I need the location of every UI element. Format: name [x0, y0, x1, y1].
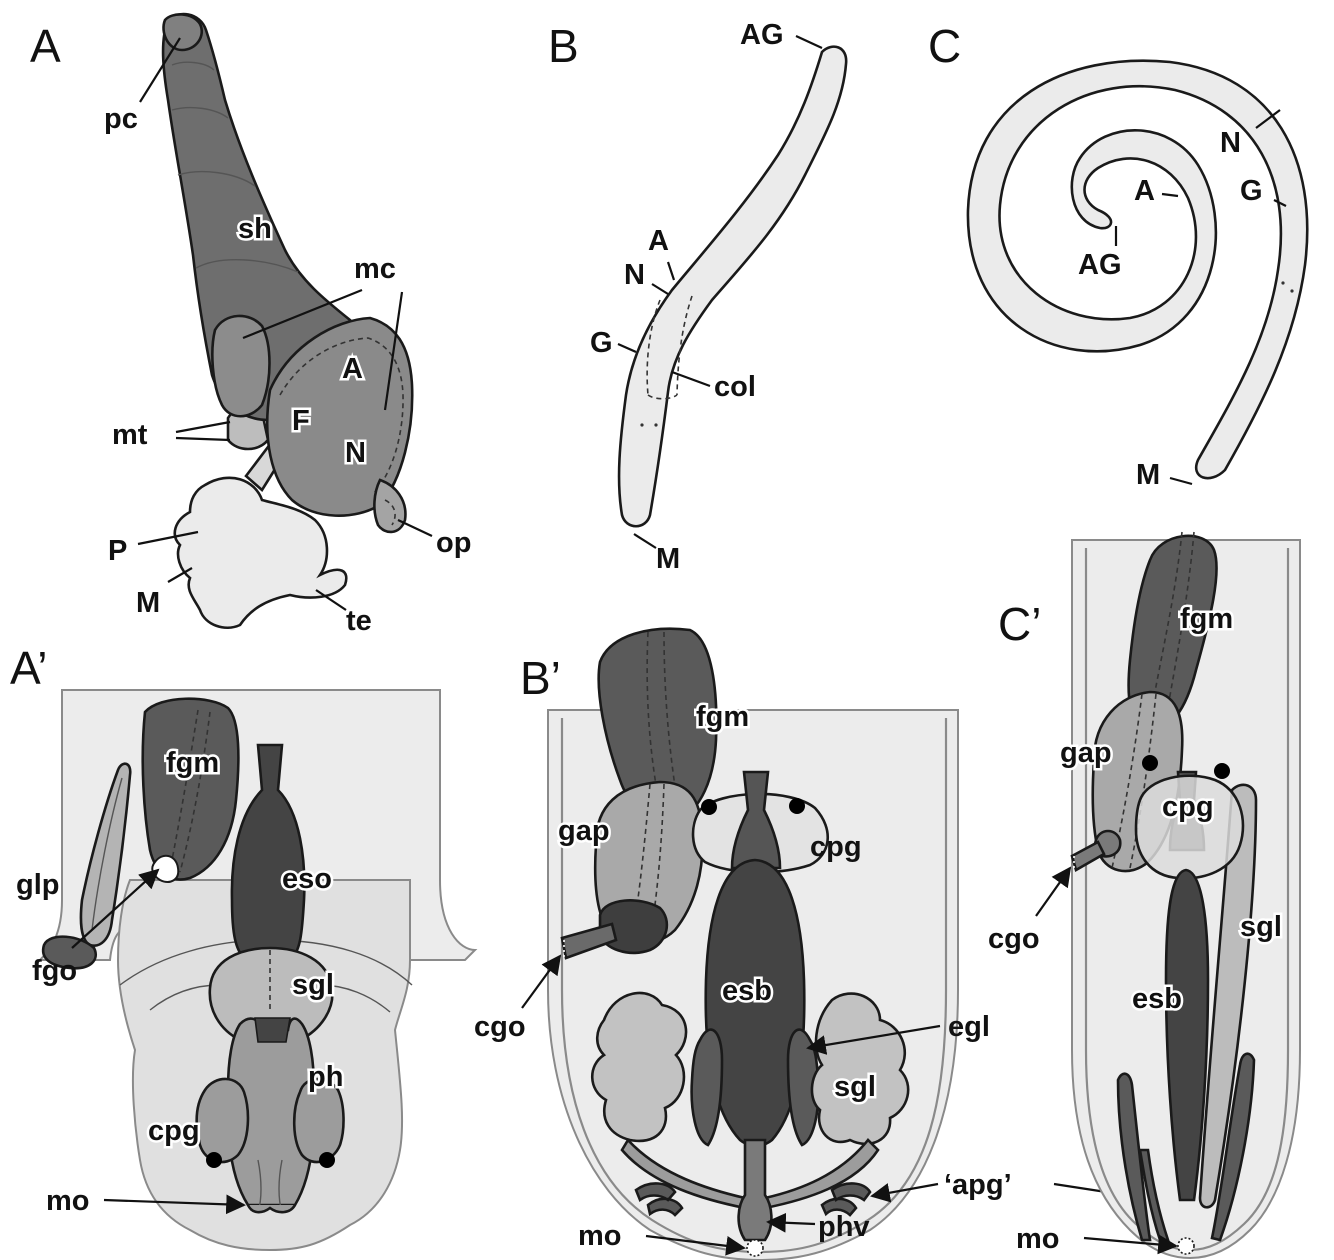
label-c-a: A: [1134, 175, 1155, 207]
label-b-prime-cpg: cpg: [810, 831, 862, 863]
label-b-a: A: [648, 225, 669, 257]
label-a-prime-mo: mo: [46, 1185, 90, 1217]
panel-letter-c-prime: C’: [998, 598, 1041, 650]
label-b-n: N: [624, 259, 645, 291]
label-b-prime-sgl: sgl: [834, 1071, 876, 1103]
panel-c-prime-anatomy: [1072, 532, 1300, 1258]
label-a-prime-cpg: cpg: [148, 1115, 200, 1147]
gland-tube-b: [619, 47, 846, 527]
operculum: [374, 480, 405, 532]
label-fgo: fgo: [32, 955, 77, 987]
label-n: N: [345, 437, 366, 469]
ph-lumen: [255, 1018, 290, 1042]
label-mc: mc: [354, 253, 396, 285]
label-op: op: [436, 527, 471, 559]
label-b-g: G: [590, 327, 613, 359]
fgo-opening: [152, 856, 178, 882]
label-c-prime-cgo: cgo: [988, 923, 1040, 955]
label-b-ag: AG: [740, 19, 784, 51]
label-c-prime-fgm: fgm: [1180, 603, 1233, 635]
panel-letter-a-prime: A’: [10, 642, 48, 694]
label-c-prime-esb: esb: [1132, 983, 1182, 1015]
gland-spiral-c: [968, 61, 1307, 478]
label-pc: pc: [104, 103, 138, 135]
label-c-prime-gap: gap: [1060, 737, 1112, 769]
protoconch: [164, 14, 202, 50]
label-mt: mt: [112, 419, 148, 451]
label-apg: ‘apg’: [944, 1169, 1012, 1201]
label-c-ag: AG: [1078, 249, 1122, 281]
label-b-prime-gap: gap: [558, 815, 610, 847]
label-f: F: [292, 405, 310, 437]
label-c-prime-cpg: cpg: [1162, 791, 1214, 823]
label-a-albumen: A: [342, 353, 363, 385]
label-a-prime-sgl: sgl: [292, 969, 334, 1001]
label-phv: phv: [818, 1211, 870, 1243]
label-c-prime-sgl: sgl: [1240, 911, 1282, 943]
label-glp: glp: [16, 869, 60, 901]
panel-letter-a: A: [30, 20, 61, 72]
panel-letter-c: C: [928, 20, 961, 72]
cpg-left-a-prime: [197, 1079, 248, 1162]
label-c-n: N: [1220, 127, 1241, 159]
label-c-m: M: [1136, 459, 1160, 491]
panel-letter-b-prime: B’: [520, 652, 561, 704]
label-b-prime-fgm: fgm: [696, 701, 749, 733]
label-col: col: [714, 371, 756, 403]
label-m: M: [136, 587, 160, 619]
label-p: P: [108, 535, 127, 567]
label-a-prime-fgm: fgm: [166, 747, 219, 779]
label-b-prime-cgo: cgo: [474, 1011, 526, 1043]
label-b-prime-mo: mo: [578, 1220, 622, 1252]
label-te: te: [346, 605, 372, 637]
label-eso: eso: [282, 863, 332, 895]
label-b-m: M: [656, 543, 680, 575]
label-c-g: G: [1240, 175, 1263, 207]
label-ph: ph: [308, 1061, 343, 1093]
label-c-prime-mo: mo: [1016, 1223, 1060, 1255]
panel-b-prime-anatomy: [548, 629, 958, 1260]
panel-letter-b: B: [548, 20, 579, 72]
panel-a-prime-anatomy: [40, 690, 475, 1250]
label-sh: sh: [238, 213, 272, 245]
label-egl: egl: [948, 1011, 990, 1043]
label-b-prime-esb: esb: [722, 975, 772, 1007]
